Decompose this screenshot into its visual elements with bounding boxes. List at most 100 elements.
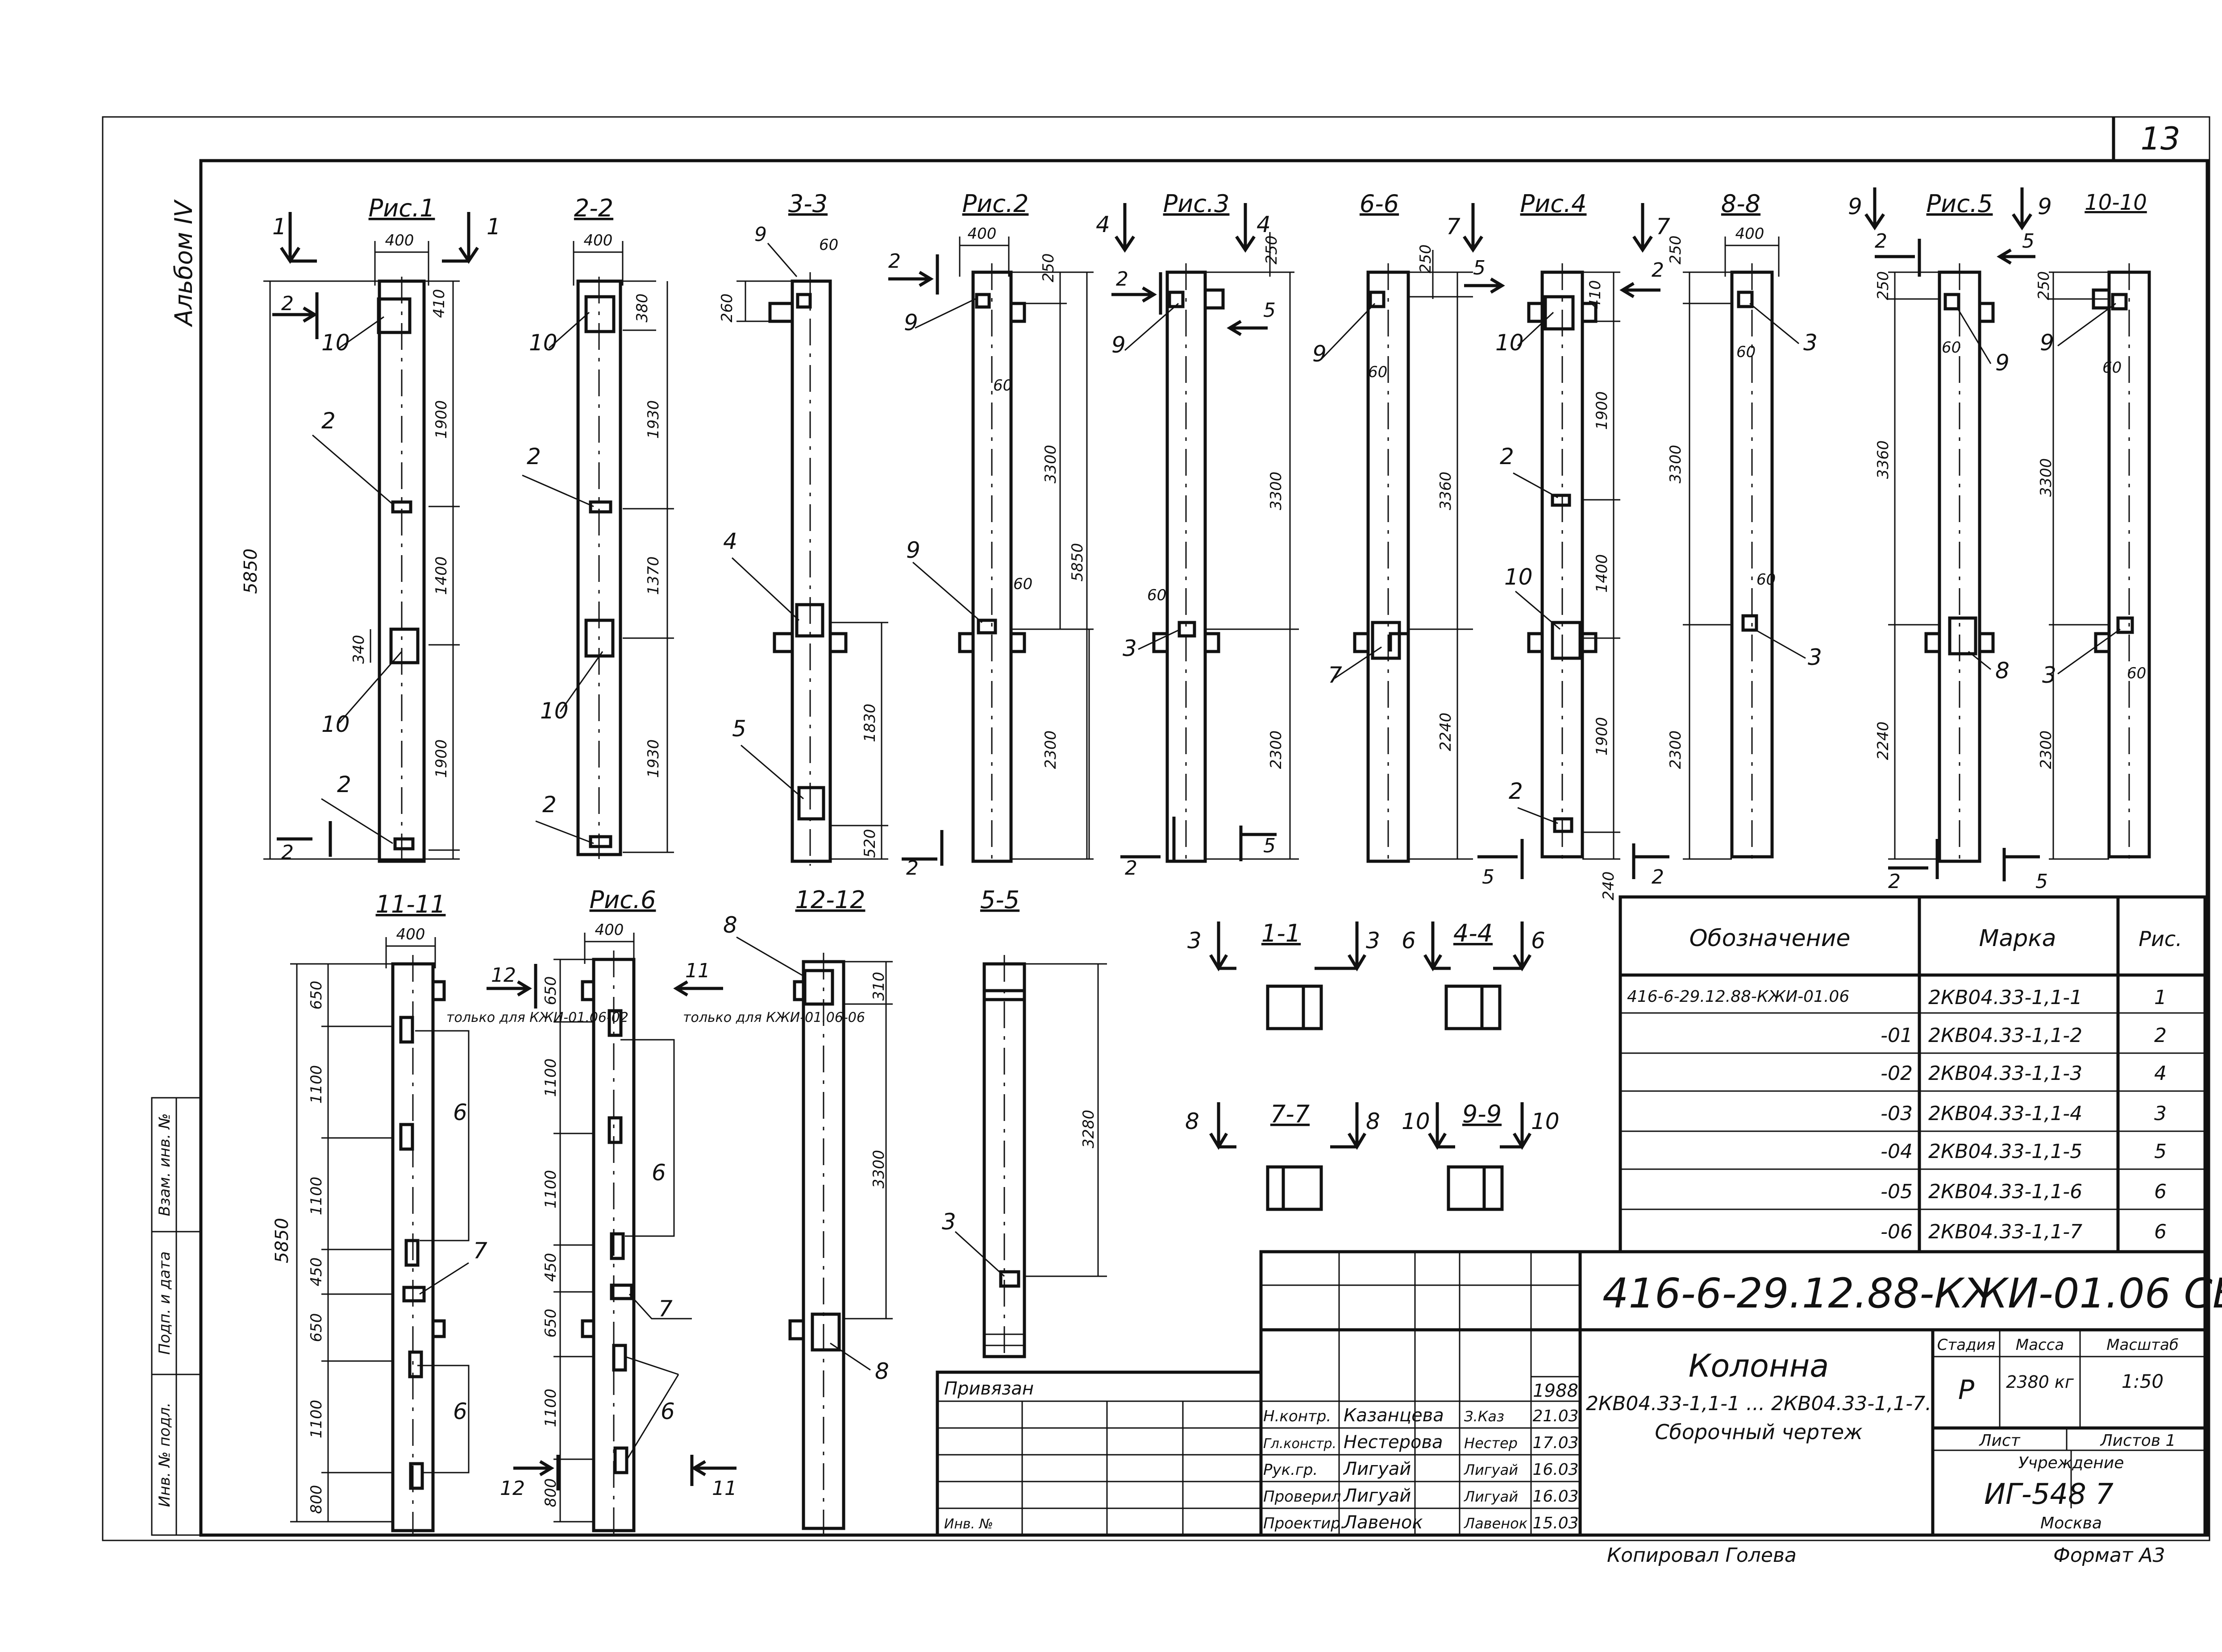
svg-text:10: 10	[1531, 1108, 1560, 1134]
small-section-4-4: 6 4-4 6	[1402, 919, 1545, 1030]
svg-text:60: 60	[819, 236, 838, 254]
view-fig3: Рис.3 4 4 250 60 3300 2300 9 3 2 5 2 5	[1096, 190, 1299, 880]
svg-text:60: 60	[993, 377, 1012, 394]
svg-text:1-1: 1-1	[1261, 919, 1301, 947]
mass-value: 2380 кг	[2006, 1372, 2074, 1392]
svg-text:3: 3	[1123, 635, 1137, 661]
svg-text:3: 3	[942, 1209, 956, 1235]
svg-text:Лавенок: Лавенок	[1343, 1512, 1423, 1533]
svg-text:17.03: 17.03	[1532, 1434, 1578, 1452]
svg-text:З.Каз: З.Каз	[1464, 1408, 1504, 1425]
svg-text:5850: 5850	[272, 1218, 292, 1263]
svg-text:1100: 1100	[308, 1177, 325, 1216]
svg-text:21.03: 21.03	[1532, 1407, 1578, 1425]
svg-text:15.03: 15.03	[1532, 1514, 1578, 1532]
svg-text:7: 7	[1656, 214, 1670, 240]
svg-text:2: 2	[542, 792, 557, 818]
svg-text:9: 9	[754, 223, 767, 246]
svg-text:2300: 2300	[1667, 731, 1685, 769]
svg-text:4: 4	[2154, 1062, 2167, 1085]
svg-text:11: 11	[685, 959, 710, 982]
outer-frame	[102, 116, 2210, 1541]
svg-text:6: 6	[2154, 1220, 2167, 1243]
svg-text:650: 650	[542, 1309, 560, 1338]
svg-text:-02: -02	[1881, 1062, 1913, 1085]
svg-text:Гл.констр.: Гл.констр.	[1263, 1436, 1336, 1452]
svg-text:60: 60	[2127, 664, 2146, 682]
product-name: Колонна	[1689, 1348, 1829, 1384]
svg-text:10: 10	[529, 330, 558, 356]
svg-text:1988: 1988	[1533, 1381, 1578, 1401]
svg-text:Лигуай: Лигуай	[1464, 1488, 1518, 1505]
view-fig4: Рис.4 7 7 410 1900 1400 1900 240 10 2 10…	[1446, 190, 1670, 900]
svg-text:3360: 3360	[1874, 440, 1892, 479]
svg-text:340: 340	[350, 635, 368, 664]
svg-text:2: 2	[527, 444, 541, 469]
svg-text:2КВ04.33-1,1-3: 2КВ04.33-1,1-3	[1928, 1062, 2082, 1085]
svg-text:Лигуай: Лигуай	[1343, 1459, 1411, 1479]
svg-text:2: 2	[337, 772, 351, 797]
svg-text:3: 3	[1366, 928, 1380, 954]
svg-text:8: 8	[1995, 658, 2010, 684]
svg-text:8: 8	[1185, 1108, 1199, 1134]
spec-header-mark: Марка	[1979, 925, 2056, 952]
svg-text:Рис.3: Рис.3	[1163, 190, 1230, 218]
svg-text:9: 9	[1111, 332, 1126, 358]
svg-text:2: 2	[1509, 778, 1523, 804]
svg-text:2КВ04.33-1,1-1: 2КВ04.33-1,1-1	[1928, 986, 2082, 1009]
svg-text:260: 260	[718, 294, 736, 323]
svg-text:10: 10	[1495, 330, 1524, 356]
svg-text:Рис.6: Рис.6	[590, 886, 656, 914]
spec-header-designation: Обозначение	[1689, 925, 1851, 952]
fig1-cut-a: 1	[272, 214, 287, 240]
svg-text:3300: 3300	[1042, 445, 1060, 484]
svg-text:1900: 1900	[1593, 717, 1611, 756]
fig1-total: 5850	[241, 548, 261, 594]
view-section-12-12: 12-12 310 3300 8 8	[723, 886, 893, 1535]
svg-text:9: 9	[904, 310, 918, 336]
svg-text:3: 3	[1808, 644, 1822, 670]
small-section-7-7: 8 7-7 8	[1185, 1100, 1380, 1211]
svg-text:2: 2	[1116, 268, 1128, 291]
svg-text:7-7: 7-7	[1270, 1100, 1310, 1128]
small-section-1-1: 3 1-1 3	[1187, 919, 1380, 1030]
svg-text:3300: 3300	[1267, 472, 1285, 511]
svg-text:7: 7	[1446, 214, 1461, 240]
svg-text:400: 400	[1735, 225, 1764, 243]
svg-text:6: 6	[2154, 1180, 2167, 1203]
svg-text:650: 650	[542, 976, 560, 1005]
svg-text:250: 250	[2035, 271, 2053, 300]
svg-text:60: 60	[1942, 339, 1961, 357]
svg-text:2КВ04.33-1,1-2: 2КВ04.33-1,1-2	[1928, 1024, 2082, 1047]
title-block: Привязан Инв. № 416-6-29.12.88-КЖИ-01.06…	[936, 1250, 2222, 1537]
view-fig6: Рис.6 400 650 1100 1100 450 650 1100 800…	[487, 886, 865, 1535]
svg-text:60: 60	[2102, 359, 2122, 377]
svg-text:400: 400	[584, 232, 613, 249]
svg-text:2: 2	[281, 292, 294, 315]
s1111-note: только для КЖИ-01.06-02	[446, 1010, 628, 1025]
svg-text:3: 3	[2154, 1102, 2167, 1125]
svg-text:10: 10	[321, 330, 350, 356]
svg-text:800: 800	[308, 1485, 325, 1514]
svg-text:-03: -03	[1881, 1102, 1913, 1125]
fig1-cut-b: 1	[487, 214, 501, 240]
svg-text:3280: 3280	[1080, 1110, 1098, 1149]
svg-text:11: 11	[712, 1477, 737, 1500]
svg-text:1100: 1100	[308, 1400, 325, 1439]
svg-text:3: 3	[2042, 662, 2056, 688]
svg-text:9-9: 9-9	[1462, 1100, 1502, 1128]
svg-text:7: 7	[658, 1296, 673, 1322]
svg-text:1930: 1930	[645, 400, 662, 439]
svg-text:3300: 3300	[1667, 445, 1685, 484]
svg-text:1400: 1400	[433, 556, 450, 595]
svg-text:2: 2	[1875, 230, 1887, 253]
svg-text:3: 3	[1803, 330, 1818, 356]
svg-text:5: 5	[2035, 870, 2048, 893]
svg-text:380: 380	[633, 294, 651, 323]
svg-text:12-12: 12-12	[795, 886, 865, 914]
small-section-9-9: 10 9-9 10	[1402, 1100, 1560, 1211]
svg-text:2КВ04.33-1,1-6: 2КВ04.33-1,1-6	[1928, 1180, 2082, 1203]
svg-text:11-11: 11-11	[376, 890, 446, 918]
svg-text:2: 2	[321, 408, 336, 434]
